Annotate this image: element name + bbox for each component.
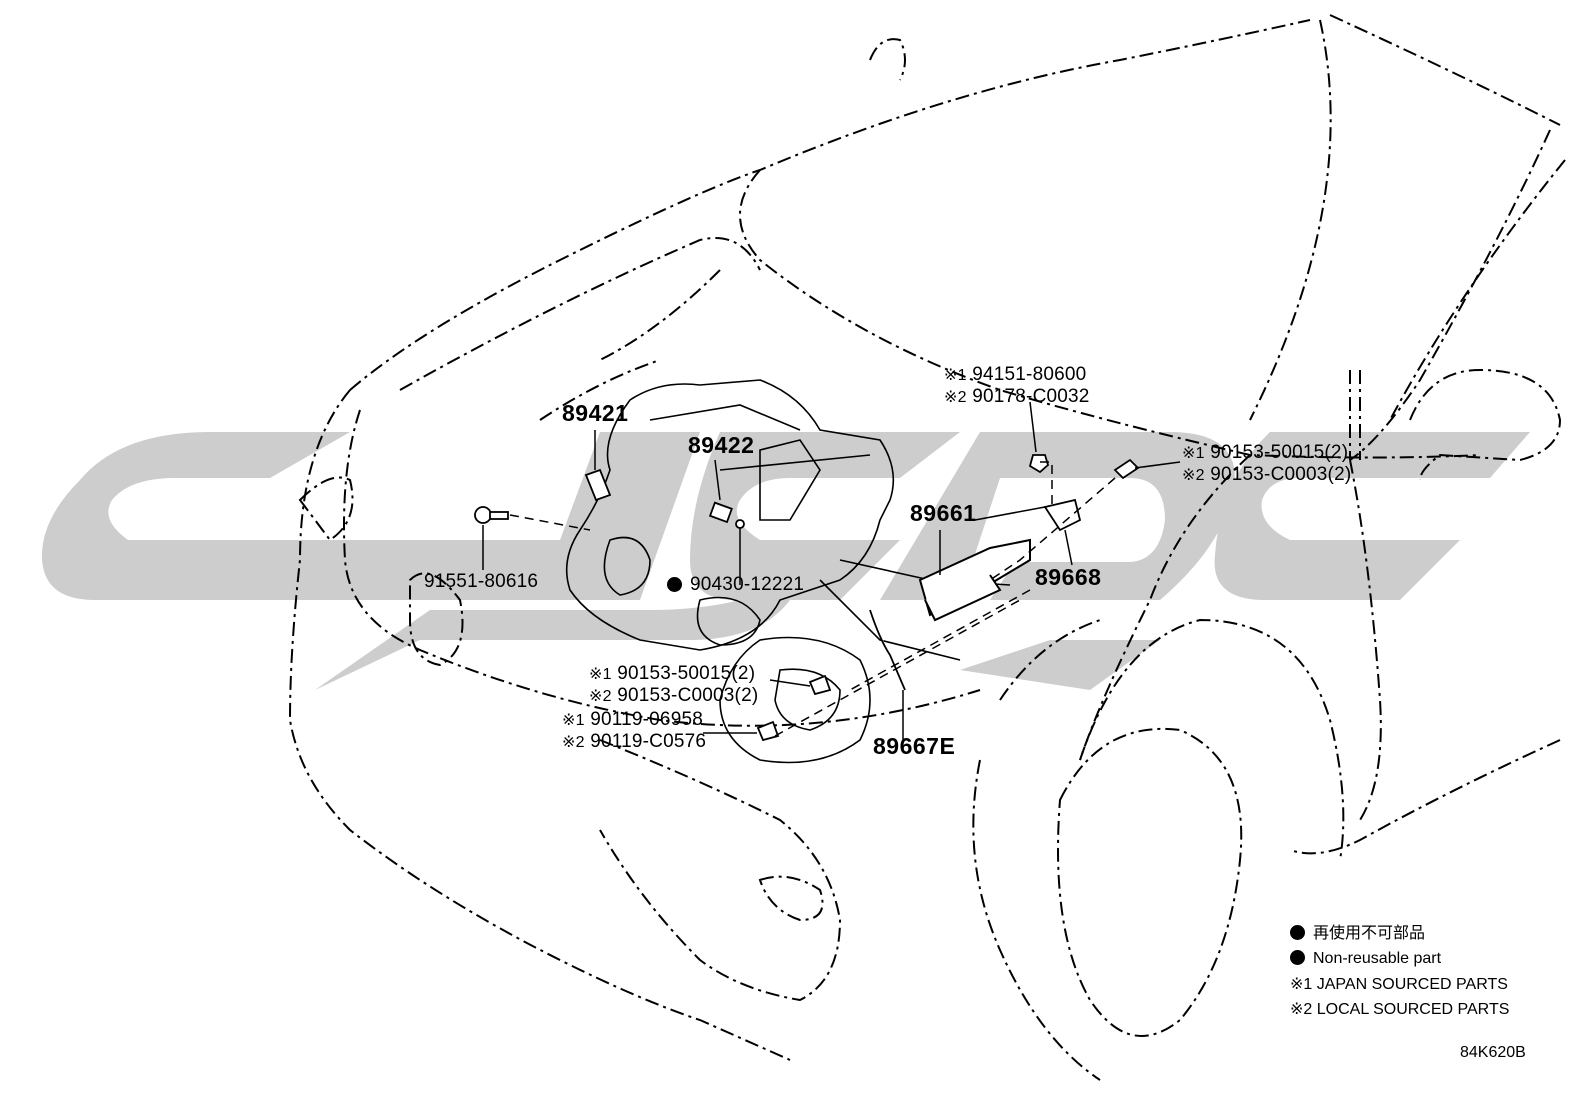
part-label-bolt-bottom-japan[interactable]: ※1 90153-50015(2) <box>589 663 756 684</box>
part-label-nut-local[interactable]: ※2 90178-C0032 <box>944 386 1090 407</box>
legend-japan-sourced: ※1 JAPAN SOURCED PARTS <box>1290 976 1508 993</box>
part-label-91551-80616[interactable]: 91551-80616 <box>424 571 539 592</box>
part-label-89421[interactable]: 89421 <box>562 400 629 426</box>
legend-non-reusable-jp: 再使用不可部品 <box>1290 925 1425 942</box>
part-label-89668[interactable]: 89668 <box>1035 564 1102 590</box>
watermark-logo <box>41 432 1530 690</box>
part-label-bolt-top-japan[interactable]: ※1 90153-50015(2) <box>1182 442 1349 463</box>
part-label-bolt-top-local[interactable]: ※2 90153-C0003(2) <box>1182 464 1352 485</box>
leader-lines <box>482 401 1181 740</box>
dashed-leaders <box>509 461 1116 737</box>
part-label-bolt-lower-local[interactable]: ※2 90119-C0576 <box>562 731 707 752</box>
body-outline <box>288 14 1566 1081</box>
part-label-bolt-bottom-local[interactable]: ※2 90153-C0003(2) <box>589 685 759 706</box>
legend-non-reusable-en: Non-reusable part <box>1290 950 1441 967</box>
part-label-90430-12221[interactable]: 90430-12221 <box>667 575 804 594</box>
non-reusable-dot-icon <box>1290 925 1305 940</box>
non-reusable-dot-icon <box>1290 950 1305 965</box>
part-label-89422[interactable]: 89422 <box>688 432 755 458</box>
ecu-module-shape <box>918 538 1031 622</box>
legend-local-sourced: ※2 LOCAL SOURCED PARTS <box>1290 1001 1510 1018</box>
part-label-89667E[interactable]: 89667E <box>873 733 956 759</box>
part-label-bolt-lower-japan[interactable]: ※1 90119-06958 <box>562 709 703 730</box>
part-label-nut-japan[interactable]: ※1 94151-80600 <box>944 364 1087 385</box>
fastener-shapes <box>474 454 1140 742</box>
part-label-89661[interactable]: 89661 <box>910 500 977 526</box>
non-reusable-marker-icon <box>667 577 682 592</box>
diagram-code: 84K620B <box>1460 1044 1526 1061</box>
